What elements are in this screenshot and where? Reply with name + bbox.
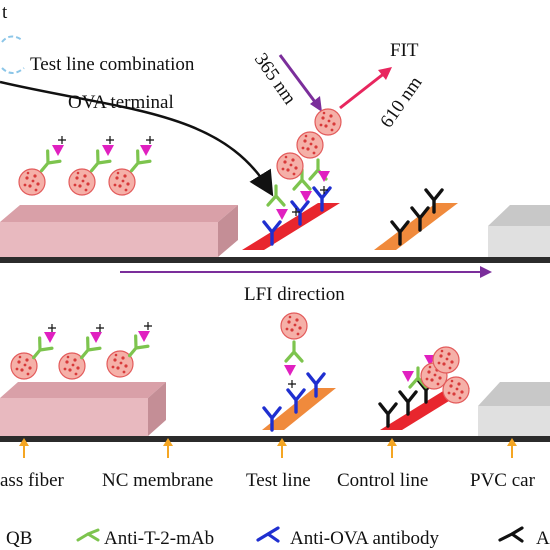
glass-fiber-label: ass fiber [0, 470, 65, 491]
conjugates-bottom [10, 321, 153, 380]
conjugates-top [18, 135, 155, 196]
test-line-label: Test line [246, 470, 311, 491]
legend: QB Anti-T-2-mAb Anti-OVA antibody A [6, 526, 550, 549]
legend-anti-t2-icon [76, 528, 100, 542]
legend-qb-label: QB [6, 528, 32, 549]
pvc-card-label: PVC car [470, 470, 536, 491]
absorbent-pad-bottom [478, 406, 550, 436]
legend-anti-ova-icon [256, 526, 280, 543]
bottom-strip [0, 312, 550, 442]
legend-secondary-antibody-icon [498, 526, 524, 543]
nc-membrane-label: NC membrane [102, 470, 213, 491]
lfi-direction-arrow [120, 266, 492, 278]
excitation-arrow [278, 54, 322, 112]
absorbent-pad-top [488, 226, 550, 257]
emission-label: 610 nm [376, 73, 426, 132]
test-line-bottom [262, 388, 336, 430]
combination-curve-arrow [0, 80, 274, 197]
lfi-direction-label: LFI direction [244, 284, 345, 305]
glass-fiber-pad-top-face [0, 205, 238, 222]
backing-card-bottom [0, 436, 550, 442]
top-left-partial: t [1, 2, 25, 74]
control-line-top [374, 203, 458, 250]
glass-fiber-pad-top [0, 222, 218, 257]
test-line-combination-label: Test line combination [30, 54, 195, 75]
top-strip [0, 108, 550, 263]
legend-anti-ova-label: Anti-OVA antibody [290, 528, 440, 549]
fit-label: FIT [390, 40, 419, 61]
test-line-top [242, 203, 340, 250]
control-line-label: Control line [337, 470, 428, 491]
ova-terminal-label: OVA terminal [68, 92, 174, 113]
excitation-label: 365 nm [250, 49, 300, 108]
partial-label-top: t [2, 2, 8, 23]
emission-arrow [339, 67, 392, 110]
legend-partial-label: A [536, 528, 550, 549]
position-markers [19, 438, 517, 458]
backing-card-top [0, 257, 550, 263]
glass-fiber-pad-bottom [0, 398, 148, 436]
legend-anti-t2-label: Anti-T-2-mAb [104, 528, 214, 549]
